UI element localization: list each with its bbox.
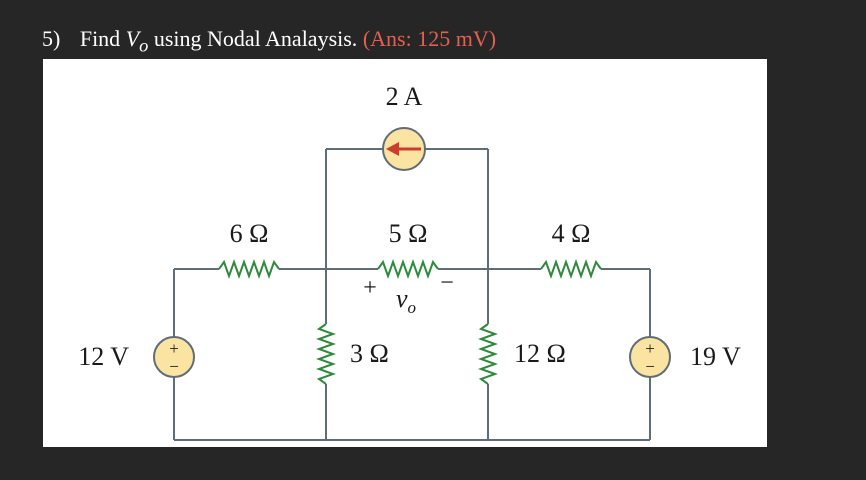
vo-label-sub: o [408,298,417,317]
source-19v-minus: − [645,357,655,376]
current-source [382,127,426,171]
vo-label: vo [396,284,416,317]
label-3-ohm: 3 Ω [350,339,389,368]
variable-subscript: o [139,35,149,56]
source-19v-plus: + [645,339,655,358]
question-text: 5) Find Vo using Nodal Analaysis. (Ans: … [42,26,496,56]
label-12-ohm: 12 Ω [514,339,566,368]
source-12v-minus: − [169,357,179,376]
voltage-source-19v: + − [629,336,671,378]
label-4-ohm: 4 Ω [552,219,591,248]
resistor-6-ohm [218,259,280,279]
question-number: 5) [42,26,61,51]
vo-plus-sign: + [363,275,377,301]
resistor-4-ohm [540,259,602,279]
arrow-left-icon [386,142,399,156]
voltage-source-19v-body [629,336,671,378]
voltage-source-12v: + − [153,336,195,378]
answer-text: (Ans: 125 mV) [362,26,497,51]
circuit-diagram: + − + − 2 A 6 Ω 5 Ω 4 Ω 3 Ω 12 Ω 12 V 19… [78,82,741,441]
label-19v: 19 V [690,342,741,371]
voltage-source-12v-body [153,336,195,378]
vo-minus-sign: − [440,270,454,296]
source-12v-plus: + [169,339,179,358]
vo-label-main: v [396,284,408,313]
resistor-5-ohm [377,259,439,279]
wires [173,148,651,441]
question-suffix: using Nodal Analaysis. [153,26,358,51]
label-12v: 12 V [78,342,129,371]
label-5-ohm: 5 Ω [389,219,428,248]
variable-name: V [125,26,140,51]
label-6-ohm: 6 Ω [230,219,269,248]
circuit-panel: + − + − 2 A 6 Ω 5 Ω 4 Ω 3 Ω 12 Ω 12 V 19… [43,59,767,447]
question-prefix: Find [79,26,121,51]
resistor-3-ohm [316,323,336,385]
label-current-source: 2 A [386,82,423,111]
resistor-12-ohm [478,323,498,385]
